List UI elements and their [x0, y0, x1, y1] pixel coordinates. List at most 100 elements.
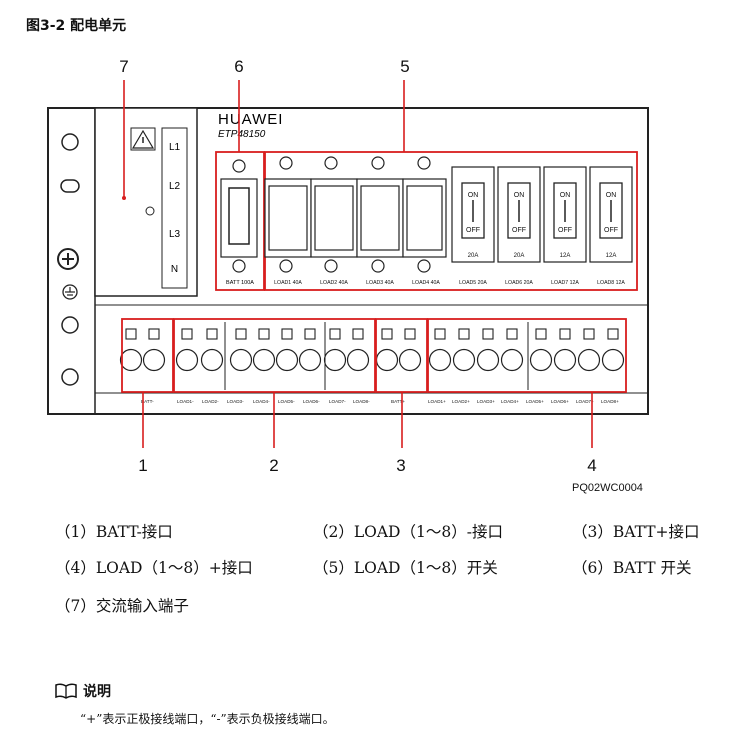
breaker-on-text: ON — [468, 192, 479, 199]
breaker-rating: 12A — [560, 253, 571, 259]
terminal-hole — [577, 348, 601, 372]
terminal-hole — [252, 348, 276, 372]
terminal-screw-square — [181, 328, 193, 340]
ground-symbol-icon — [62, 284, 78, 300]
terminal-hole — [476, 348, 500, 372]
terminal-hole — [119, 348, 143, 372]
terminal-screw-square — [206, 328, 218, 340]
terminal-hole — [142, 348, 166, 372]
terminal-hole — [229, 348, 253, 372]
terminal-screw-square — [404, 328, 416, 340]
terminal-label: LOAD4- — [253, 399, 270, 404]
terminal-hole — [323, 348, 347, 372]
terminal-label: LOAD7+ — [576, 399, 594, 404]
terminal-label: LOAD7- — [329, 399, 346, 404]
breaker-off-text: OFF — [512, 227, 526, 234]
callout-6: 6 — [234, 57, 243, 76]
ac-ground-screw-icon — [145, 206, 155, 216]
terminal-label: LOAD5- — [278, 399, 295, 404]
load-plus-highlight — [427, 318, 627, 393]
load-switches-40a — [264, 178, 447, 258]
warning-icon — [130, 127, 156, 151]
breakers: ON ON ON ON OFF OFF OFF OFF 20A 20A 12A … — [451, 166, 633, 263]
callout-5: 5 — [400, 57, 409, 76]
terminal-screw-square — [482, 328, 494, 340]
terminal-label: LOAD2- — [202, 399, 219, 404]
book-icon — [55, 683, 77, 699]
batt-switch-handle — [228, 187, 250, 245]
mount-hole-icon — [61, 316, 79, 334]
load-switch-label: LOAD2 40A — [320, 280, 348, 286]
terminal-hole — [452, 348, 476, 372]
terminal-hole — [298, 348, 322, 372]
callout-1: 1 — [138, 456, 147, 475]
ground-screw-icon — [57, 248, 79, 270]
breaker-on-text: ON — [560, 192, 571, 199]
terminal-labels: BATT- LOAD1- LOAD2- LOAD3- LOAD4- LOAD5-… — [141, 399, 619, 404]
legend-item-2: （2）LOAD（1～8）-接口 — [313, 523, 503, 541]
terminal-screw-square — [434, 328, 446, 340]
legend-item-6: （6）BATT 开关 — [572, 559, 692, 577]
terminal-hole — [375, 348, 399, 372]
terminal-label: LOAD6+ — [551, 399, 569, 404]
legend-item-7: （7）交流输入端子 — [55, 597, 189, 615]
terminal-screw-square — [258, 328, 270, 340]
terminal-label: LOAD8- — [353, 399, 370, 404]
mounting-holes — [60, 133, 80, 386]
terminal-hole — [175, 348, 199, 372]
load-switch-label: LOAD8 12A — [597, 280, 625, 286]
screw-icon — [232, 259, 246, 273]
terminal-label: LOAD8+ — [601, 399, 619, 404]
terminal-screw-square — [235, 328, 247, 340]
breaker-rating: 20A — [468, 253, 479, 259]
ac-terminal-l1: L1 — [169, 142, 181, 153]
note-heading: 说明 — [55, 681, 111, 701]
terminal-screw-square — [281, 328, 293, 340]
terminal-label: LOAD4+ — [501, 399, 519, 404]
load-switch-screws — [279, 156, 431, 273]
terminal-screw-square — [583, 328, 595, 340]
mount-hole-icon — [61, 368, 79, 386]
batt-switch-label: BATT 100A — [226, 280, 254, 286]
batt-minus-highlight — [121, 318, 174, 393]
mount-slot-icon — [60, 179, 80, 193]
ac-terminal-l2: L2 — [169, 181, 181, 192]
figure-title: 图3-2 配电单元 — [26, 18, 127, 34]
callout-numbers: 1 2 3 4 5 6 7 — [119, 57, 596, 475]
callout-4: 4 — [587, 456, 596, 475]
breaker-off-text: OFF — [558, 227, 572, 234]
terminal-screw-square — [535, 328, 547, 340]
terminal-hole — [529, 348, 553, 372]
terminal-row-frame — [94, 304, 649, 394]
load-switch-label: LOAD3 40A — [366, 280, 394, 286]
terminal-label: LOAD2+ — [452, 399, 470, 404]
callout-7: 7 — [119, 57, 128, 76]
load-switch-label: LOAD5 20A — [459, 280, 487, 286]
batt-switch-highlight — [215, 151, 265, 291]
load-switch-label: LOAD4 40A — [412, 280, 440, 286]
terminal-hole — [601, 348, 625, 372]
breaker-on-text: ON — [514, 192, 525, 199]
terminal-screw-square — [559, 328, 571, 340]
mount-hole-icon — [61, 133, 79, 151]
terminal-label: BATT- — [141, 399, 154, 404]
figure-code: PQ02WC0004 — [572, 482, 643, 494]
terminal-label: LOAD3+ — [477, 399, 495, 404]
breaker-on-text: ON — [606, 192, 617, 199]
terminal-hole — [428, 348, 452, 372]
callout-2: 2 — [269, 456, 278, 475]
terminal-screw-square — [148, 328, 160, 340]
legend-item-4: （4）LOAD（1～8）+接口 — [55, 559, 253, 577]
terminal-hole — [346, 348, 370, 372]
breaker-off-text: OFF — [466, 227, 480, 234]
ac-terminal-n: N — [171, 264, 178, 275]
model-label: ETP48150 — [218, 129, 266, 140]
load-switch-label: LOAD1 40A — [274, 280, 302, 286]
terminal-label: LOAD1+ — [428, 399, 446, 404]
breaker-rating: 20A — [514, 253, 525, 259]
terminal-screw-square — [352, 328, 364, 340]
terminal-screw-square — [304, 328, 316, 340]
note-text: “+”表示正极接线端口，“-”表示负极接线端口。 — [80, 712, 335, 726]
terminal-screw-square — [607, 328, 619, 340]
legend-item-5: （5）LOAD（1～8）开关 — [313, 559, 498, 577]
